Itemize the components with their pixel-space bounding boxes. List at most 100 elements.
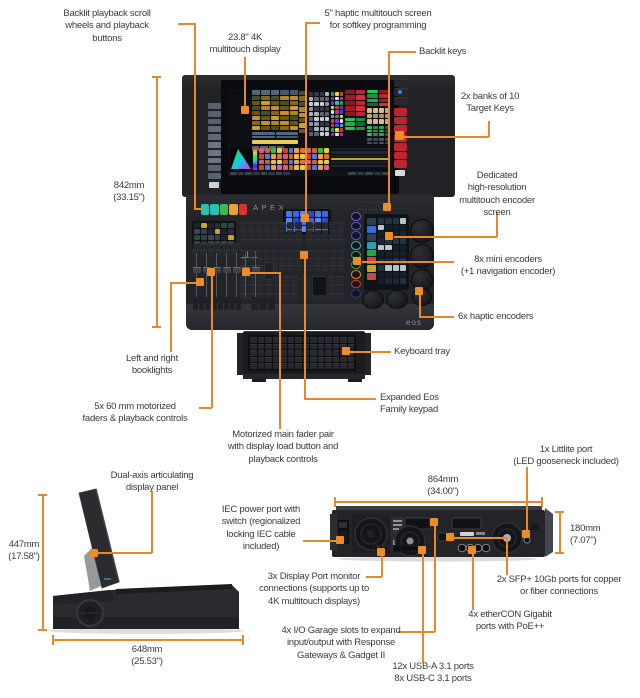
callout-marker-haptic5 [301, 214, 309, 222]
leader-line [434, 526, 436, 632]
tray-rail [237, 333, 244, 375]
label-sfp: 2x SFP+ 10Gb ports for copper or fiber c… [496, 574, 622, 598]
ethercon-port [481, 543, 491, 553]
label-target-keys: 2x banks of 10 Target Keys [460, 91, 520, 115]
callout-marker-booklights [196, 278, 204, 286]
callout-marker-ethercon [468, 546, 476, 554]
power-led [398, 90, 402, 94]
big-key [313, 277, 326, 295]
leader-line [488, 121, 490, 137]
tray-rail [364, 333, 371, 375]
leader-line [419, 316, 454, 318]
leader-line [506, 537, 508, 575]
label-dim-864: 864mm (34.00") [427, 474, 459, 498]
leader-line [151, 491, 153, 553]
label-keyboard-tray: Keyboard tray [394, 346, 450, 357]
eos-logo: eos [406, 318, 422, 327]
haptic-encoder [410, 219, 434, 243]
target-keys-end [395, 170, 405, 176]
label-dim-842: 842mm (33.15") [113, 180, 145, 204]
leader-line [194, 208, 202, 210]
leader-line [178, 23, 194, 25]
leader-line [244, 57, 246, 107]
dimension-tick [38, 629, 47, 631]
dimension-line [156, 76, 158, 327]
leader-line [422, 554, 424, 663]
callout-marker-target-keys [395, 131, 404, 140]
callout-marker-keyboard-tray [342, 347, 350, 355]
label-booklights: Left and right booklights [126, 353, 178, 377]
callout-marker-displayport [377, 548, 385, 556]
leader-line [305, 22, 307, 214]
leader-line [303, 540, 336, 542]
dimension-tick [555, 552, 564, 554]
leader-line [170, 282, 172, 352]
label-dim-180: 180mm (7.07") [570, 523, 601, 547]
leader-line [199, 407, 212, 409]
haptic-encoder [362, 290, 384, 309]
label-main-fader: Motorized main fader pair with display l… [227, 429, 339, 465]
leader-line [305, 22, 320, 24]
leader-line [496, 212, 498, 237]
eos-keypad [306, 250, 344, 272]
apex-logo: APEX [253, 203, 288, 212]
callout-marker-usb [418, 546, 426, 554]
leader-line [454, 537, 507, 539]
leader-line [362, 261, 454, 263]
dimension-tick [152, 326, 161, 328]
dimension-line [559, 512, 561, 553]
callout-marker-iec [336, 536, 344, 544]
haptic-encoder [410, 244, 434, 268]
label-ethercon: 4x etherCON Gigabit ports with PoE++ [468, 609, 552, 633]
strip-end-key [209, 182, 219, 188]
console-side-view [48, 488, 244, 634]
label-io-garage: 4x I/O Garage slots to expand input/outp… [281, 625, 401, 661]
label-haptic-encoders: 6x haptic encoders [458, 311, 534, 322]
leader-line [388, 51, 390, 203]
dimension-tick [541, 497, 543, 507]
callout-marker-display [241, 106, 249, 114]
rate-wheel [264, 262, 274, 280]
callout-marker-keypad [300, 251, 308, 259]
dimension-tick [334, 497, 336, 507]
label-backlit-keys: Backlit keys [419, 46, 467, 57]
callout-marker-io-garage [430, 518, 438, 526]
label-haptic-5: 5" haptic multitouch screen for softkey … [324, 8, 432, 32]
leader-line [170, 282, 198, 284]
leader-line [398, 631, 435, 633]
callout-marker-encoder-screen [385, 232, 393, 240]
leader-line [526, 467, 528, 534]
haptic-encoder [386, 290, 408, 309]
playback-scroll-wheels [201, 204, 247, 215]
dimension-tick [555, 511, 564, 513]
dimension-tick [152, 76, 161, 78]
callout-marker-sfp [446, 533, 454, 541]
hue-strip [253, 148, 257, 170]
leader-line [350, 351, 391, 353]
callout-marker-haptic-encoders [415, 287, 423, 295]
dimension-line [42, 495, 44, 630]
label-iec: IEC power port with switch (regionalized… [221, 504, 301, 553]
playback-scroll-strip [208, 103, 221, 179]
leader-line [394, 236, 497, 238]
label-dim-648: 648mm (25.53") [131, 644, 163, 668]
main-display-23in [228, 84, 392, 176]
label-littlite: 1x Littlite port (LED gooseneck included… [513, 444, 619, 468]
label-dim-447: 447mm (17.58") [8, 539, 40, 563]
label-displayport: 3x Display Port monitor connections (sup… [259, 571, 369, 607]
leader-line [194, 23, 196, 209]
leader-line [304, 398, 376, 400]
label-display-23: 23.8" 4K multitouch display [209, 32, 281, 56]
dimension-tick [242, 635, 244, 645]
leader-line [304, 259, 306, 399]
leader-line [472, 554, 474, 610]
ethercon-port [457, 543, 467, 553]
io-garage-slot [451, 517, 482, 530]
leader-line [381, 556, 383, 577]
leader-line [366, 576, 382, 578]
label-usb: 12x USB-A 3.1 ports 8x USB-C 3.1 ports [392, 661, 474, 685]
label-mini-encoders: 8x mini encoders (+1 navigation encoder) [460, 254, 556, 278]
dimension-tick [52, 635, 54, 645]
motorized-faders [193, 252, 241, 298]
